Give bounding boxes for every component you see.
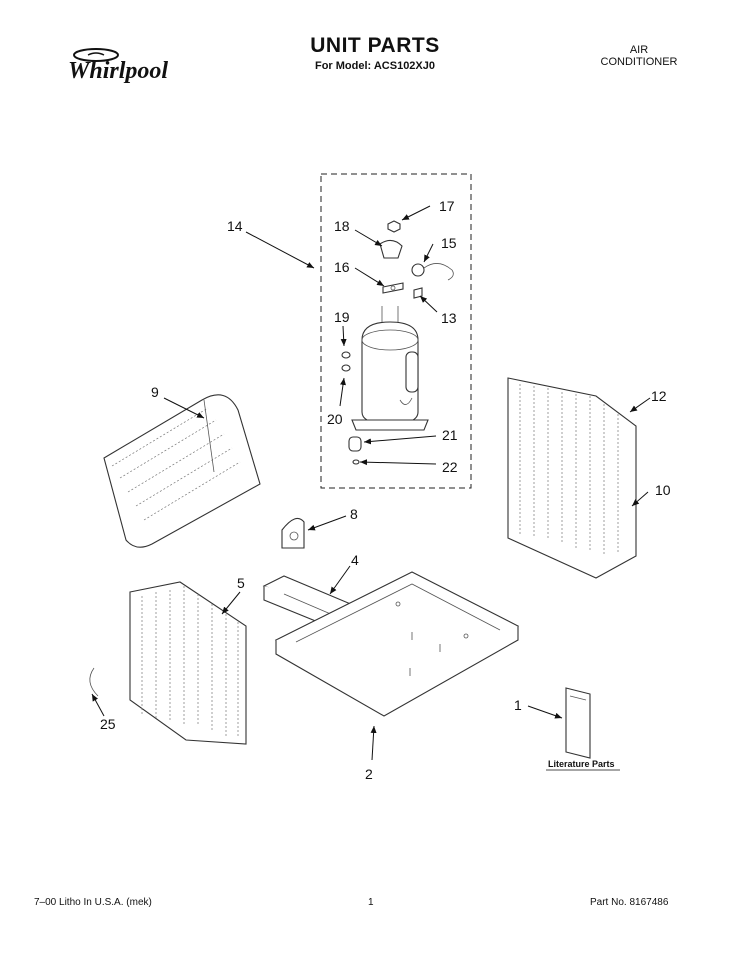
- spacer-part: [352, 459, 360, 465]
- mount-washer-part: [341, 351, 351, 372]
- callout-9: 9: [151, 384, 159, 400]
- callout-20: 20: [327, 411, 343, 427]
- callout-14: 14: [227, 218, 243, 234]
- overload-protector-part: [411, 263, 454, 281]
- product-category: AIR CONDITIONER: [596, 44, 682, 68]
- callout-18: 18: [334, 218, 350, 234]
- nut-part: [387, 220, 401, 233]
- callout-25: 25: [100, 716, 116, 732]
- condenser-coil-part: [507, 377, 637, 579]
- callout-22: 22: [442, 459, 458, 475]
- category-line-1: AIR: [629, 44, 649, 56]
- callout-8: 8: [350, 506, 358, 522]
- whirlpool-logo: Whirlpool: [68, 48, 168, 84]
- evaporator-coil-part: [129, 581, 247, 745]
- drain-tube-part: [89, 667, 99, 697]
- callout-1: 1: [514, 697, 522, 713]
- callout-arrows: [91, 205, 651, 761]
- bumper-part: [348, 436, 362, 452]
- callout-15: 15: [441, 235, 457, 251]
- terminal-cover-part: [379, 239, 403, 259]
- footer-print-info: 7–00 Litho In U.S.A. (mek): [34, 897, 152, 908]
- footer-page-number: 1: [368, 897, 374, 908]
- svg-text:Whirlpool: Whirlpool: [68, 58, 168, 84]
- callout-19: 19: [334, 309, 350, 325]
- callout-13: 13: [441, 310, 457, 326]
- callout-21: 21: [442, 427, 458, 443]
- callout-17: 17: [439, 198, 455, 214]
- shroud-part: [103, 394, 261, 548]
- callout-12: 12: [651, 388, 667, 404]
- callout-4: 4: [351, 552, 359, 568]
- callout-5: 5: [237, 575, 245, 591]
- base-pan-part: [274, 571, 520, 717]
- callout-10: 10: [655, 482, 671, 498]
- compressor-assembly-box: [320, 173, 472, 489]
- literature-booklet: [565, 687, 591, 759]
- literature-parts-label: Literature Parts: [548, 759, 615, 769]
- compressor-part: [351, 306, 429, 431]
- bracket-part: [281, 517, 305, 549]
- page-title: UNIT PARTS: [310, 34, 440, 57]
- model-subtitle: For Model: ACS102XJ0: [314, 60, 435, 72]
- footer-part-number: Part No. 8167486: [590, 897, 669, 908]
- grommet-part: [382, 282, 404, 294]
- callout-16: 16: [334, 259, 350, 275]
- callout-2: 2: [365, 766, 373, 782]
- category-line-2: CONDITIONER: [600, 56, 678, 68]
- callout-numbers: 14 17 18 15 16 13 19 20 21 22 9 12 10 8 …: [100, 198, 671, 782]
